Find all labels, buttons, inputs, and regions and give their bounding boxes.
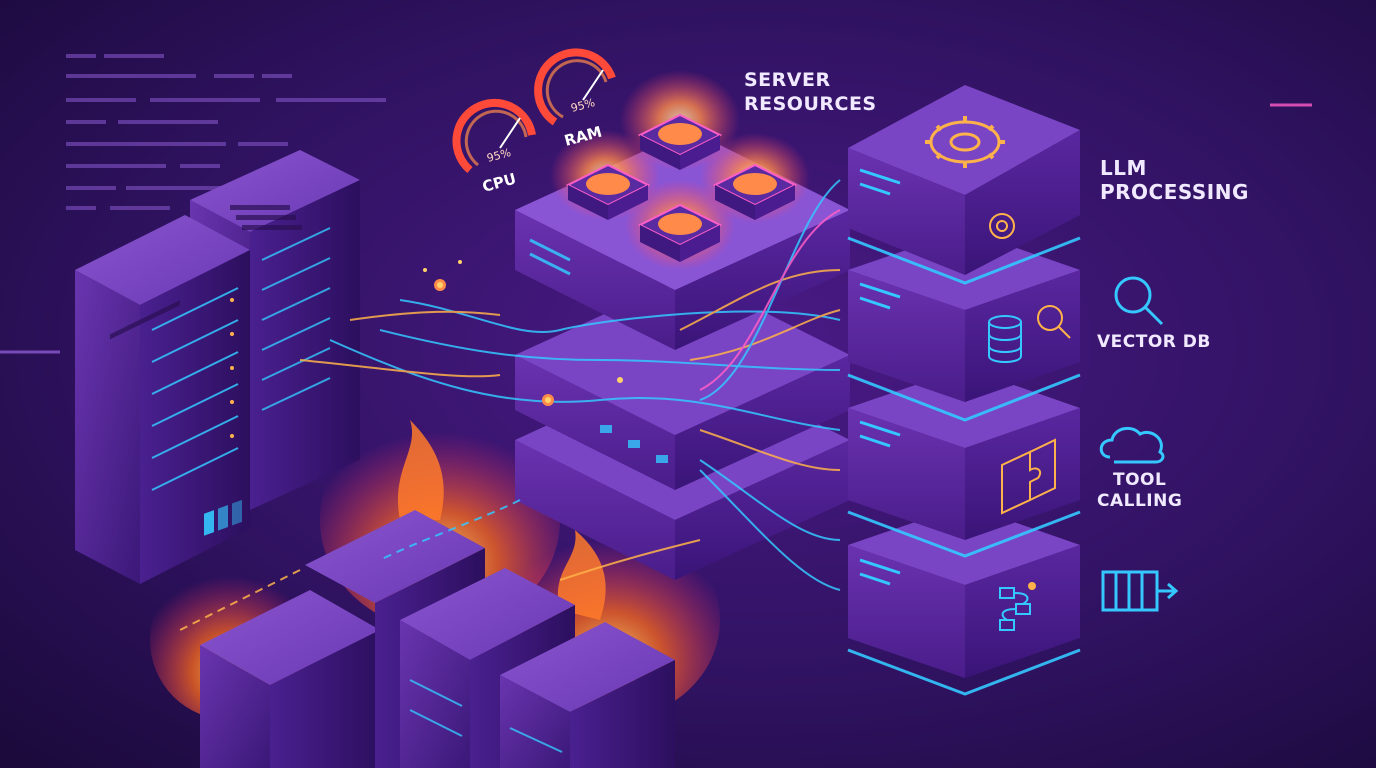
label-tool-calling-line2: CALLING	[1097, 491, 1183, 511]
label-tool-calling: TOOL CALLING	[1097, 470, 1182, 512]
cloud-icon	[1099, 426, 1165, 464]
block-tool-calling	[848, 368, 1080, 540]
gauge-ram: 95% RAM	[534, 48, 616, 150]
server-rack-icon	[200, 510, 675, 768]
queue-icon	[1101, 570, 1179, 612]
data-flow-lines	[179, 179, 841, 631]
label-server-resources-line2: RESOURCES	[744, 93, 877, 115]
label-server-resources-line1: SERVER	[744, 69, 831, 91]
cpu-chip-icons	[550, 70, 810, 270]
block-llm-processing	[848, 85, 1080, 275]
gauge-cpu: 95% CPU	[452, 98, 536, 196]
gauge-cpu-value: 95%	[485, 146, 512, 165]
gear-icon	[989, 213, 1015, 239]
data-packet-icon	[204, 499, 242, 536]
server-rack-icon	[75, 150, 360, 584]
block-workflow	[848, 505, 1080, 678]
label-server-resources: SERVER RESOURCES	[744, 68, 877, 116]
database-icon	[988, 315, 1022, 363]
decorative-code-lines	[66, 54, 386, 210]
magnifier-icon	[1114, 276, 1164, 326]
label-llm-processing-line2: PROCESSING	[1100, 180, 1249, 204]
label-tool-calling-line1: TOOL	[1112, 470, 1167, 490]
decorative-accent-lines	[0, 103, 1312, 354]
label-llm-processing: LLM PROCESSING	[1100, 156, 1249, 204]
gauge-ram-value: 95%	[569, 96, 596, 115]
label-vector-db-text: VECTOR DB	[1097, 332, 1211, 352]
gear-icon	[925, 116, 1005, 168]
spark-effects	[423, 260, 623, 406]
workflow-icon	[999, 582, 1036, 631]
processing-stack	[847, 85, 1081, 696]
label-vector-db: VECTOR DB	[1097, 332, 1211, 353]
puzzle-icon	[1001, 438, 1056, 515]
magnifier-icon	[1037, 305, 1071, 339]
label-llm-processing-line1: LLM	[1100, 156, 1147, 180]
